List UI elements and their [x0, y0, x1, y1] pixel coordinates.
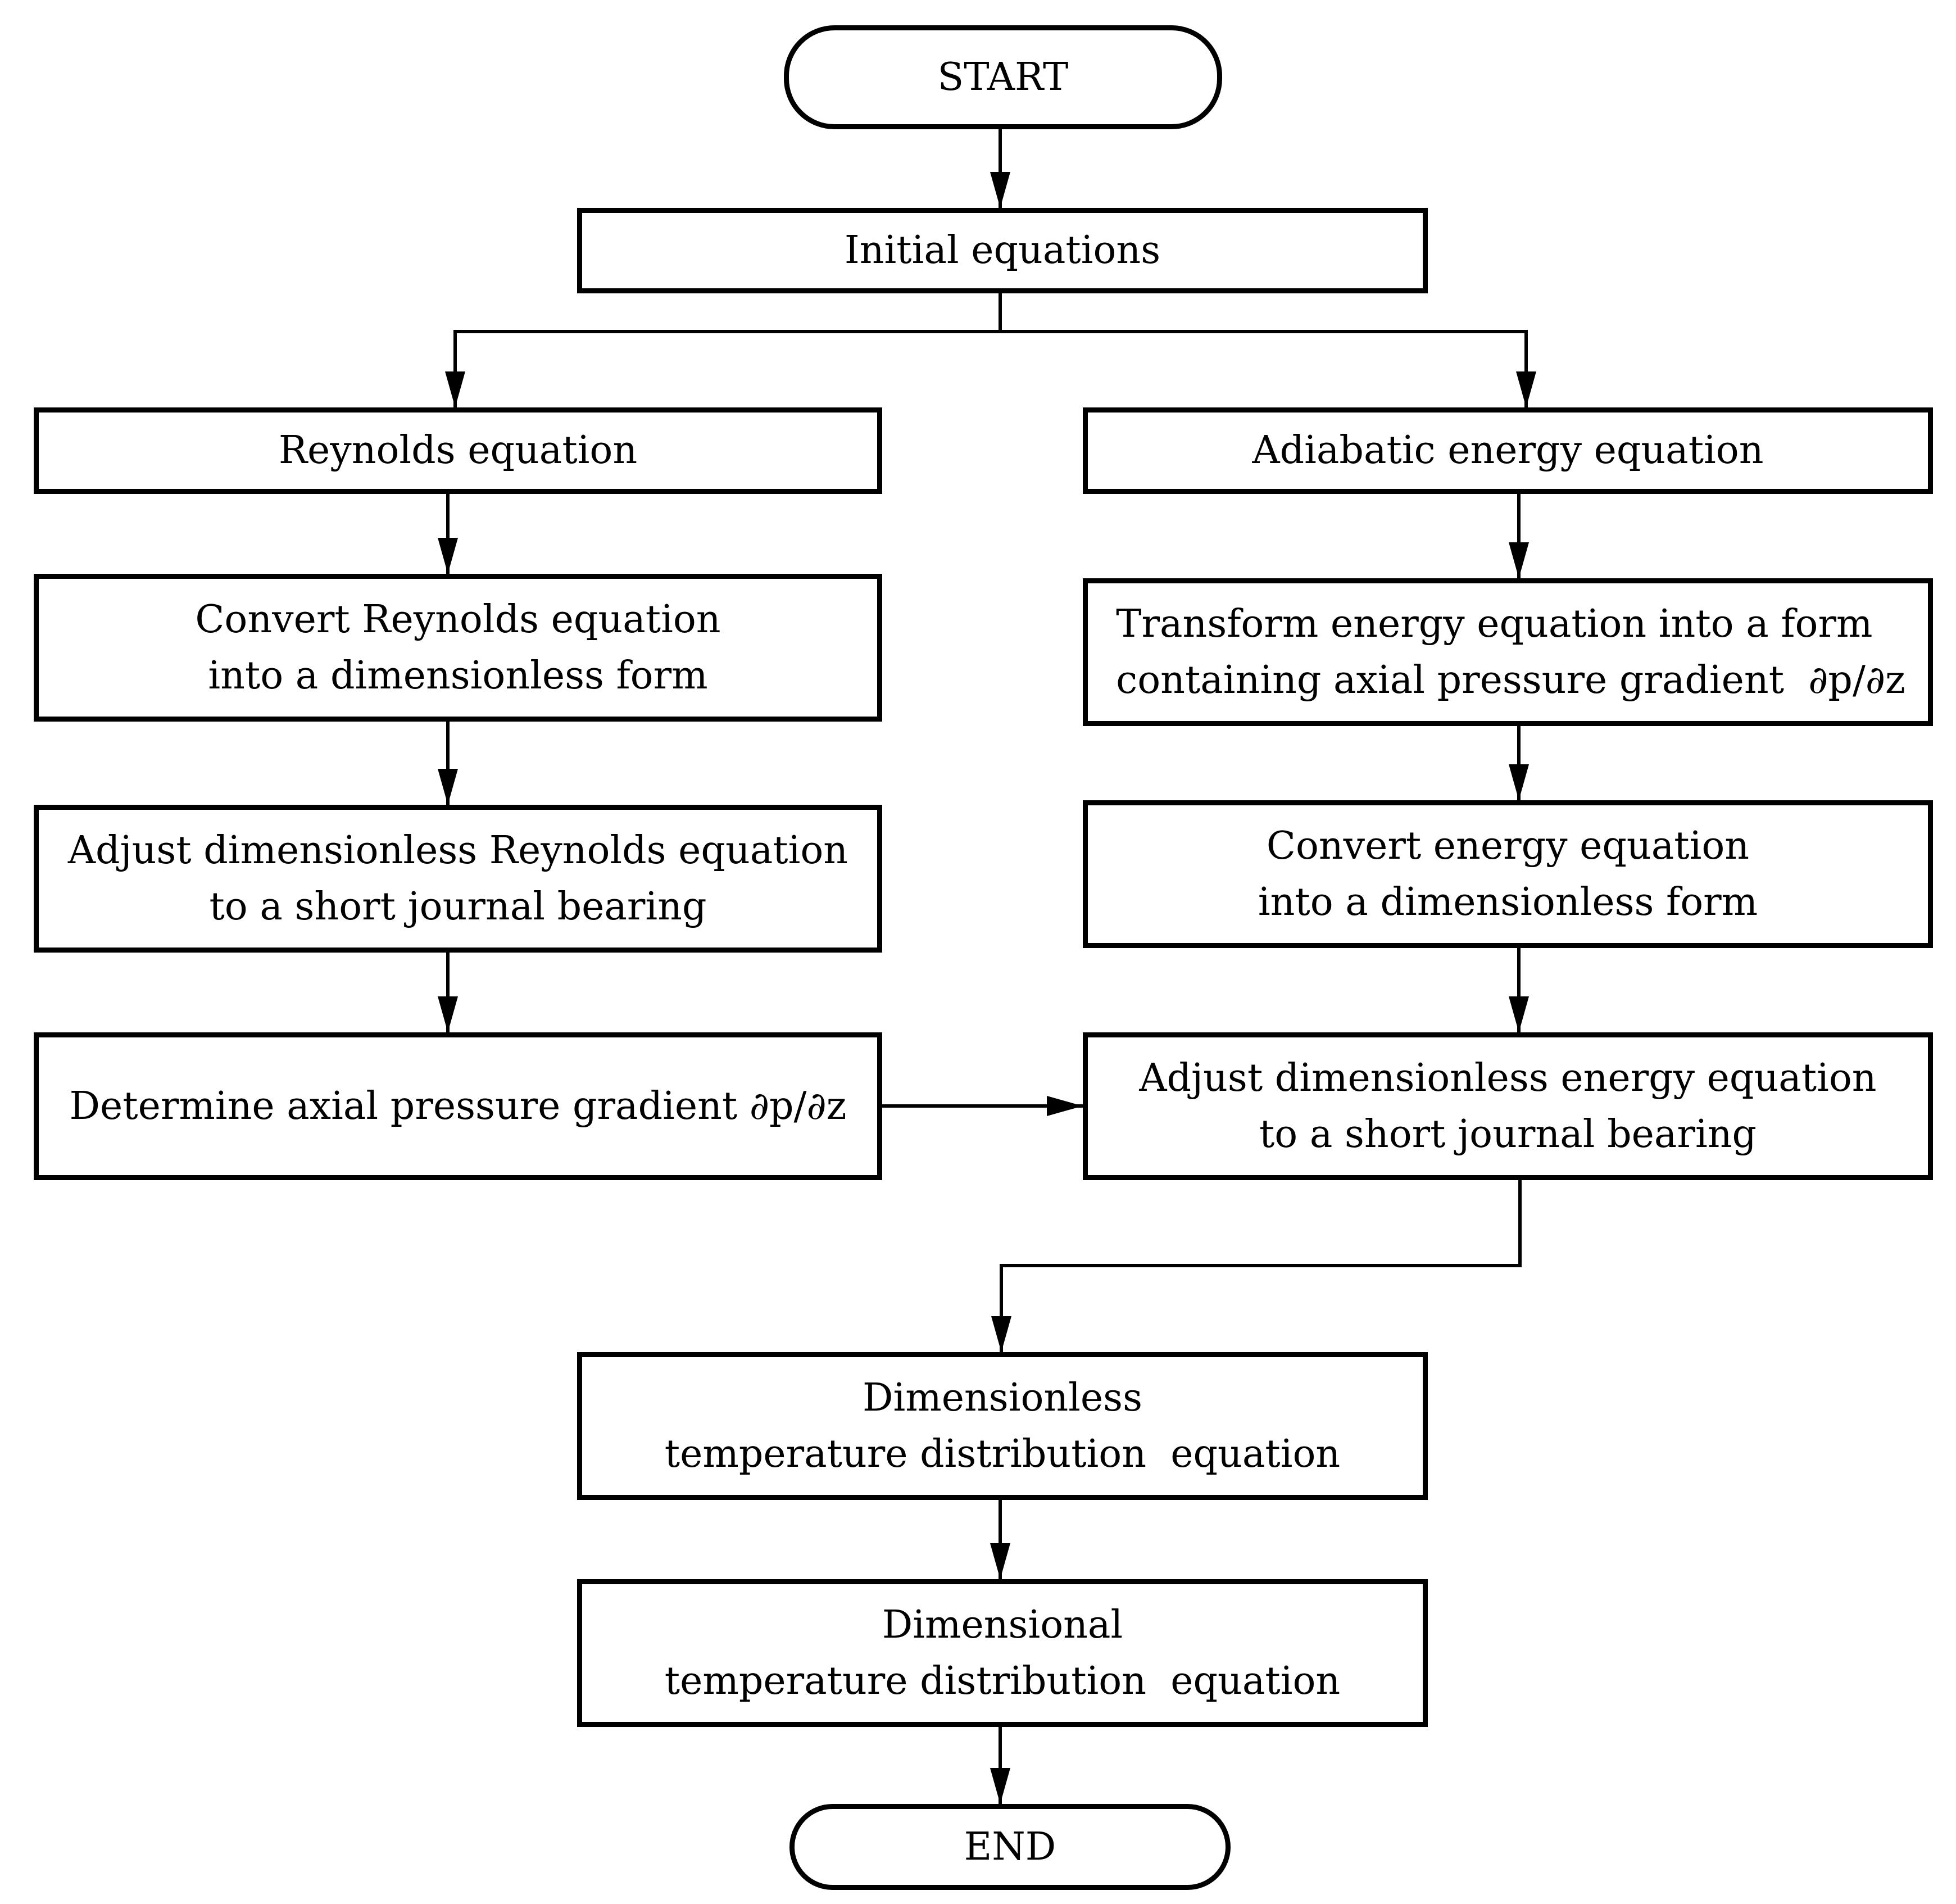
connector-initial-split-right	[1000, 330, 1536, 407]
reynolds-equation-label: Reynolds equation	[278, 428, 638, 473]
convert-energy-box: Convert energy equation into a dimension…	[1083, 800, 1933, 948]
initial-equations-label: Initial equations	[844, 228, 1161, 273]
convert-energy-line-1: Convert energy equation	[1266, 823, 1750, 868]
adjust-energy-line-1: Adjust dimensionless energy equation	[1139, 1055, 1877, 1100]
reynolds-equation-box: Reynolds equation	[34, 407, 882, 494]
adiabatic-energy-equation-box: Adiabatic energy equation	[1083, 407, 1933, 494]
initial-equations-box: Initial equations	[577, 208, 1428, 293]
start-terminal: START	[784, 25, 1222, 129]
end-label: END	[964, 1824, 1056, 1869]
adjust-energy-box: Adjust dimensionless energy equation to …	[1083, 1032, 1933, 1180]
determine-gradient-box: Determine axial pressure gradient ∂p/∂z	[34, 1032, 882, 1180]
dimensionless-temperature-box: Dimensionless temperature distribution e…	[577, 1352, 1428, 1500]
dimensional-temperature-box: Dimensional temperature distribution equ…	[577, 1579, 1428, 1727]
convert-reynolds-line-1: Convert Reynolds equation	[195, 597, 721, 642]
transform-energy-box: Transform energy equation into a form co…	[1083, 578, 1933, 726]
dimensionless-temperature-line-2: temperature distribution equation	[664, 1431, 1341, 1476]
connector-initial-split	[445, 293, 1002, 407]
adjust-reynolds-line-2: to a short journal bearing	[209, 884, 707, 929]
dimensional-temperature-line-2: temperature distribution equation	[664, 1658, 1341, 1703]
adiabatic-energy-equation-label: Adiabatic energy equation	[1252, 428, 1764, 473]
transform-energy-line-1: Transform energy equation into a form	[1116, 601, 1873, 646]
determine-gradient-label: Determine axial pressure gradient ∂p/∂z	[69, 1084, 847, 1128]
convert-reynolds-line-2: into a dimensionless form	[208, 653, 708, 698]
adjust-reynolds-box: Adjust dimensionless Reynolds equation t…	[34, 805, 882, 953]
transform-energy-line-2: containing axial pressure gradient ∂p/∂z	[1116, 658, 1905, 702]
dimensionless-temperature-line-1: Dimensionless	[863, 1375, 1142, 1420]
adjust-energy-line-2: to a short journal bearing	[1259, 1112, 1757, 1157]
end-terminal: END	[789, 1804, 1231, 1890]
start-label: START	[937, 55, 1069, 99]
connector-adjust-energy-to-dimensionless	[991, 1180, 1522, 1352]
convert-reynolds-box: Convert Reynolds equation into a dimensi…	[34, 574, 882, 722]
dimensional-temperature-line-1: Dimensional	[882, 1602, 1123, 1647]
adjust-reynolds-line-1: Adjust dimensionless Reynolds equation	[67, 828, 848, 873]
convert-energy-line-2: into a dimensionless form	[1258, 880, 1758, 924]
